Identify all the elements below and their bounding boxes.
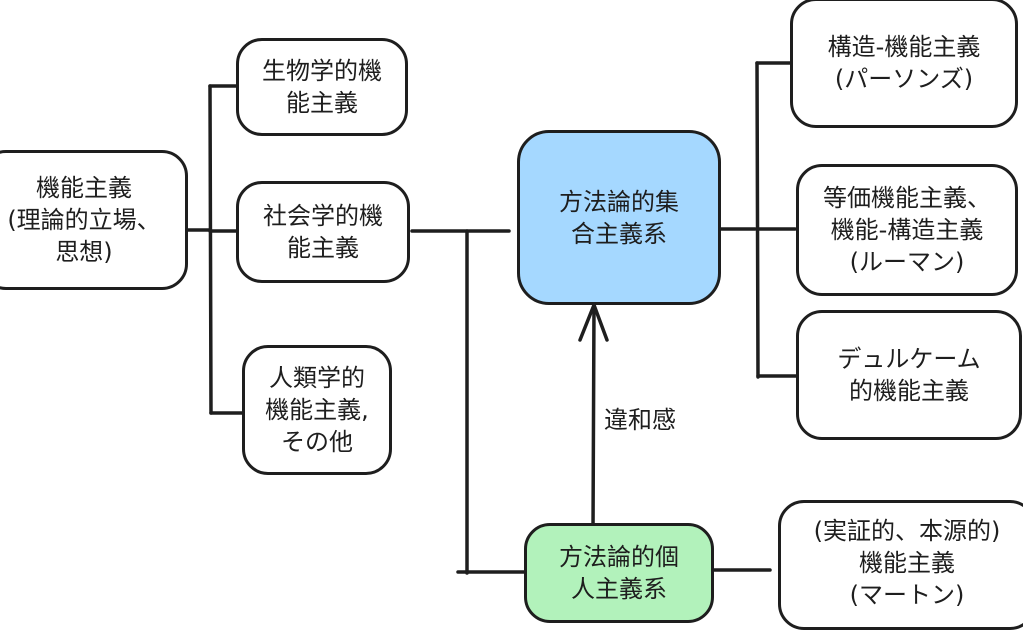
node-biological-functionalism[interactable]: 生物学的機 能主義: [236, 38, 408, 136]
node-text-line: (理論的立場、: [7, 206, 161, 234]
connector-lines: [184, 61, 798, 575]
bracket-right-vertical: [755, 61, 760, 379]
node-text-line: 構造-機能主義: [827, 33, 981, 61]
node-sociological-functionalism[interactable]: 社会学的機 能主義: [236, 181, 410, 283]
bracket-left-vertical: [208, 84, 213, 415]
node-text-line: デュルケーム: [837, 345, 981, 373]
node-text-line: 方法論的個: [559, 543, 679, 571]
node-text-line: 人類学的: [269, 364, 365, 392]
arrow-discomfort-line: [591, 303, 596, 534]
node-text-line: (ルーマン): [849, 248, 965, 276]
node-text-line: (マートン): [849, 581, 965, 609]
edge-label-discomfort: 違和感: [604, 406, 676, 434]
node-text-line: 方法論的集: [559, 187, 679, 216]
node-text-line: 機能主義,: [265, 396, 369, 424]
arrow-head-icon: [578, 300, 609, 342]
node-merton-functionalism[interactable]: (実証的、本源的) 機能主義 (マートン): [778, 500, 1023, 630]
node-text-line: 社会学的機: [263, 202, 383, 230]
node-functionalism-root[interactable]: 機能主義 (理論的立場、 思想): [0, 150, 188, 290]
node-text-line: 能主義: [287, 234, 359, 262]
node-text-line: その他: [281, 428, 353, 456]
node-text-line: 機能主義: [36, 174, 132, 202]
node-durkheim-functionalism[interactable]: デュルケーム 的機能主義: [796, 310, 1022, 440]
node-text-line: 思想): [55, 238, 113, 266]
node-parsons-structural-functionalism[interactable]: 構造-機能主義 (パーソンズ): [790, 0, 1018, 128]
node-text-line: 合主義系: [571, 219, 667, 248]
node-luhmann-equivalence-functionalism[interactable]: 等価機能主義、 機能-構造主義 (ルーマン): [796, 164, 1018, 296]
node-anthropological-functionalism[interactable]: 人類学的 機能主義, その他: [242, 345, 392, 475]
node-text-line: 生物学的機: [262, 57, 382, 85]
node-text-line: 機能-構造主義: [830, 216, 984, 244]
node-text-line: 人主義系: [571, 575, 667, 603]
node-methodological-individualism[interactable]: 方法論的個 人主義系: [524, 523, 714, 623]
node-text-line: 機能主義: [859, 549, 955, 577]
node-text-line: 的機能主義: [849, 377, 969, 405]
node-text-line: 能主義: [286, 89, 358, 117]
node-text-line: 等価機能主義、: [823, 184, 991, 212]
node-text-line: (パーソンズ): [834, 65, 974, 93]
node-methodological-collectivism[interactable]: 方法論的集 合主義系: [517, 130, 721, 305]
node-text-line: (実証的、本源的): [813, 517, 1001, 545]
